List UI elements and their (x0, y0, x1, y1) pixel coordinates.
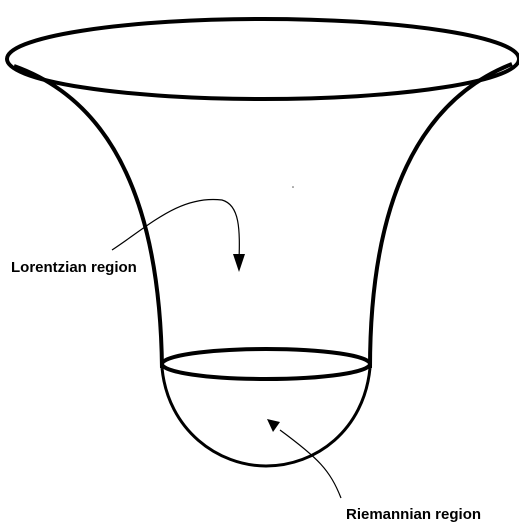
riemannian-pointer-curve (279, 429, 342, 499)
right-wall-curve (368, 62, 513, 369)
lorentzian-arrowhead (233, 254, 245, 272)
top-rim-ellipse (5, 17, 519, 101)
left-wall-curve (13, 64, 164, 369)
riemannian-arrowhead (267, 419, 280, 432)
riemannian-region-label: Riemannian region (346, 506, 481, 523)
waist-ellipse (160, 347, 372, 381)
lorentzian-region-label: Lorentzian region (11, 259, 137, 276)
hemisphere-cap (160, 367, 372, 468)
speck-dot (292, 186, 294, 188)
lorentzian-pointer-curve (111, 198, 240, 263)
